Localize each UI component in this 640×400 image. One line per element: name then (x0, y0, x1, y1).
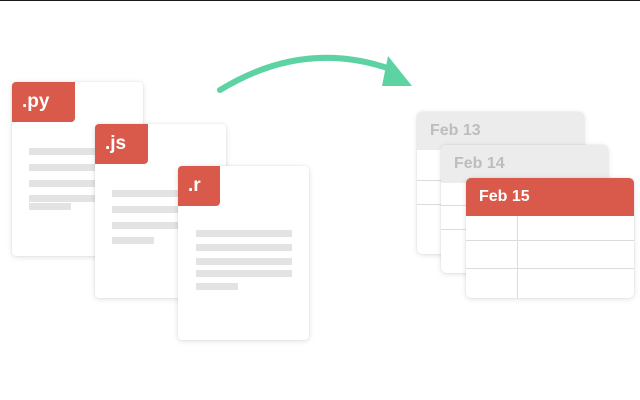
text-placeholder-line (112, 237, 154, 244)
file-extension-badge: .r (178, 166, 220, 206)
arrow-shaft (217, 54, 396, 93)
text-placeholder-line (29, 180, 125, 187)
text-placeholder-line (112, 222, 182, 229)
calendar-card-date: Feb 13 (417, 112, 584, 150)
arrow-head (382, 56, 412, 86)
top-border-line (0, 0, 640, 1)
text-placeholder-line (112, 206, 182, 213)
calendar-card-date: Feb 14 (441, 145, 608, 183)
r-file-document: .r (178, 166, 309, 340)
text-placeholder-line (196, 258, 292, 265)
text-placeholder-line (196, 270, 292, 277)
text-placeholder-line (196, 230, 292, 237)
grid-line (466, 240, 634, 241)
text-placeholder-line (29, 164, 125, 171)
calendar-card-date: Feb 15 (466, 178, 634, 216)
grid-line (517, 216, 518, 298)
file-extension-badge: .js (95, 124, 148, 164)
grid-line (466, 268, 634, 269)
text-placeholder-line (29, 203, 71, 210)
text-placeholder-line (196, 244, 292, 251)
text-placeholder-line (112, 190, 182, 197)
text-placeholder-line (29, 195, 125, 202)
file-extension-badge: .py (12, 82, 75, 122)
text-placeholder-line (196, 283, 238, 290)
text-placeholder-line (29, 148, 125, 155)
calendar-card-feb-15: Feb 15 (466, 178, 634, 298)
